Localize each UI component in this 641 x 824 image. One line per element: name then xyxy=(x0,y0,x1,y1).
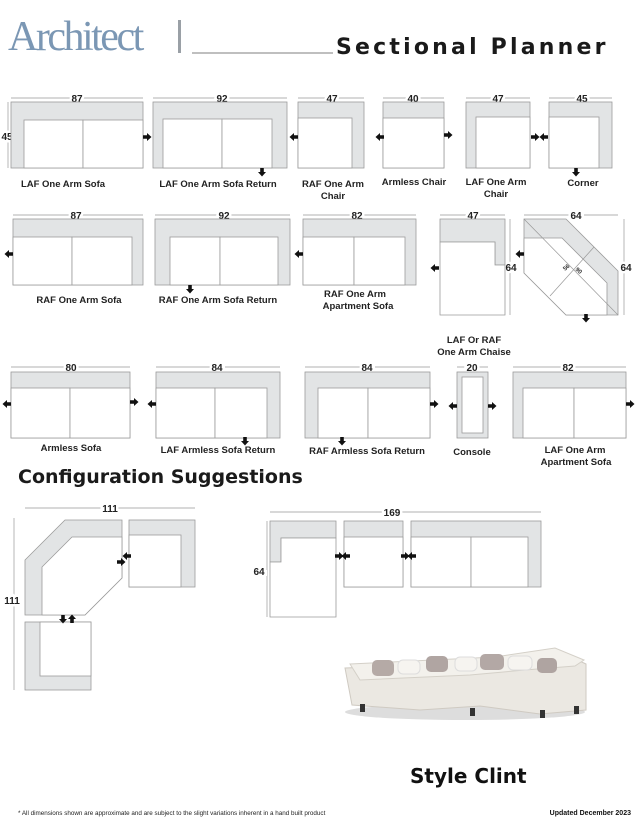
svg-text:LAF Armless Sofa Return: LAF Armless Sofa Return xyxy=(161,445,276,456)
svg-text:111: 111 xyxy=(4,596,20,607)
svg-text:64: 64 xyxy=(253,567,265,578)
svg-text:LAF Or RAF: LAF Or RAF xyxy=(447,335,502,346)
svg-text:LAF One Arm: LAF One Arm xyxy=(545,445,606,456)
svg-text:One Arm Chaise: One Arm Chaise xyxy=(437,347,511,358)
svg-text:RAF One Arm Sofa: RAF One Arm Sofa xyxy=(36,295,122,306)
piece-laf-armless-sofa-return: 84 LAF Armless Sofa Return xyxy=(147,361,281,456)
svg-text:64: 64 xyxy=(505,263,517,274)
piece-laf-one-arm-apartment-sofa: 82 LAF One Arm Apartment Sofa xyxy=(512,361,635,468)
svg-text:Chair: Chair xyxy=(321,191,346,202)
piece-corner: 45 Corner xyxy=(539,92,613,189)
svg-text:LAF One Arm Sofa Return: LAF One Arm Sofa Return xyxy=(159,179,277,190)
svg-text:RAF One Arm: RAF One Arm xyxy=(324,289,386,300)
svg-text:64: 64 xyxy=(620,263,632,274)
svg-text:LAF One Arm Sofa: LAF One Arm Sofa xyxy=(21,179,106,190)
piece-laf-one-arm-chair: 47 LAF One Arm Chair xyxy=(466,92,540,200)
svg-text:Apartment Sofa: Apartment Sofa xyxy=(541,457,612,468)
svg-text:169: 169 xyxy=(384,508,401,519)
svg-text:RAF One Arm: RAF One Arm xyxy=(302,179,364,190)
configuration-2: 169 64 xyxy=(251,506,542,618)
svg-text:Corner: Corner xyxy=(567,178,598,189)
piece-armless-sofa: 80 Armless Sofa xyxy=(2,361,139,454)
svg-text:Armless Sofa: Armless Sofa xyxy=(41,443,102,454)
svg-text:LAF One Arm: LAF One Arm xyxy=(466,177,527,188)
configuration-1: 111 111 xyxy=(2,502,196,691)
piece-raf-one-arm-sofa-return: 92 RAF One Arm Sofa Return xyxy=(154,209,291,306)
svg-text:Console: Console xyxy=(453,447,490,458)
svg-text:RAF Armless Sofa Return: RAF Armless Sofa Return xyxy=(309,446,425,457)
piece-one-arm-chaise: 47 64 LAF Or RAF One Arm Chaise xyxy=(430,209,519,358)
piece-raf-one-arm-chair: 47 RAF One Arm Chair xyxy=(289,92,365,202)
brand-logo: Architect xyxy=(8,14,181,60)
piece-laf-one-arm-sofa-return: 92 LAF One Arm Sofa Return xyxy=(152,92,288,190)
piece-wedge-corner: 64 64 56 90 xyxy=(515,209,634,323)
page-title: Sectional Planner xyxy=(336,35,609,60)
sofa-photo xyxy=(344,647,587,720)
svg-text:90: 90 xyxy=(574,267,583,276)
svg-text:Chair: Chair xyxy=(484,189,509,200)
piece-raf-one-arm-sofa: 87 RAF One Arm Sofa xyxy=(4,209,144,306)
svg-text:Apartment Sofa: Apartment Sofa xyxy=(323,301,394,312)
footer-disclaimer: * All dimensions shown are approximate a… xyxy=(18,810,326,817)
svg-text:64: 64 xyxy=(570,211,582,222)
config-heading: Configuration Suggestions xyxy=(18,466,303,488)
piece-console: 20 Console xyxy=(448,361,497,458)
svg-text:RAF One Arm Sofa Return: RAF One Arm Sofa Return xyxy=(159,295,278,306)
style-name: Style Clint xyxy=(410,764,527,788)
footer-updated: Updated December 2023 xyxy=(550,810,631,817)
svg-text:111: 111 xyxy=(102,504,118,515)
svg-text:56: 56 xyxy=(562,263,571,272)
piece-raf-one-arm-apartment-sofa: 82 RAF One Arm Apartment Sofa xyxy=(294,209,417,312)
piece-laf-one-arm-sofa: 87 45 LAF One Arm Sofa xyxy=(0,92,152,190)
svg-text:Architect: Architect xyxy=(8,14,145,60)
piece-armless-chair: 40 Armless Chair xyxy=(375,92,453,188)
piece-raf-armless-sofa-return: 84 RAF Armless Sofa Return xyxy=(304,361,439,457)
svg-text:Armless Chair: Armless Chair xyxy=(382,177,447,188)
